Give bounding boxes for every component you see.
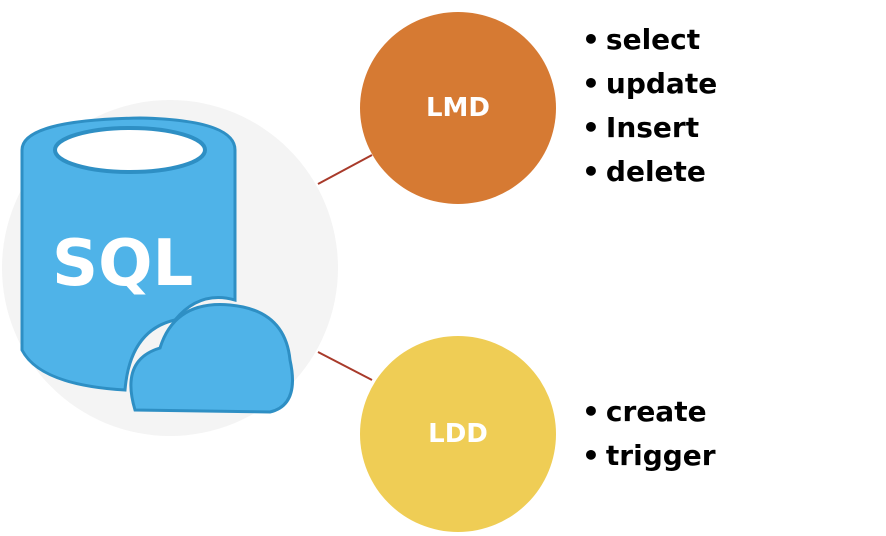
lmd-commands-list: select update Insert delete — [582, 18, 717, 194]
lmd-label: LMD — [425, 93, 491, 123]
list-item: update — [582, 62, 717, 106]
list-item: delete — [582, 150, 717, 194]
ldd-commands-list: create trigger — [582, 390, 716, 478]
list-item: select — [582, 18, 717, 62]
list-item: trigger — [582, 434, 716, 478]
lmd-node: LMD — [360, 12, 556, 204]
ldd-label: LDD — [428, 419, 488, 449]
logo-text: SQL — [52, 227, 193, 301]
list-item: Insert — [582, 106, 717, 150]
connector-lmd — [317, 154, 373, 185]
connector-ldd — [317, 351, 373, 381]
ldd-node: LDD — [360, 336, 556, 532]
list-item: create — [582, 390, 716, 434]
